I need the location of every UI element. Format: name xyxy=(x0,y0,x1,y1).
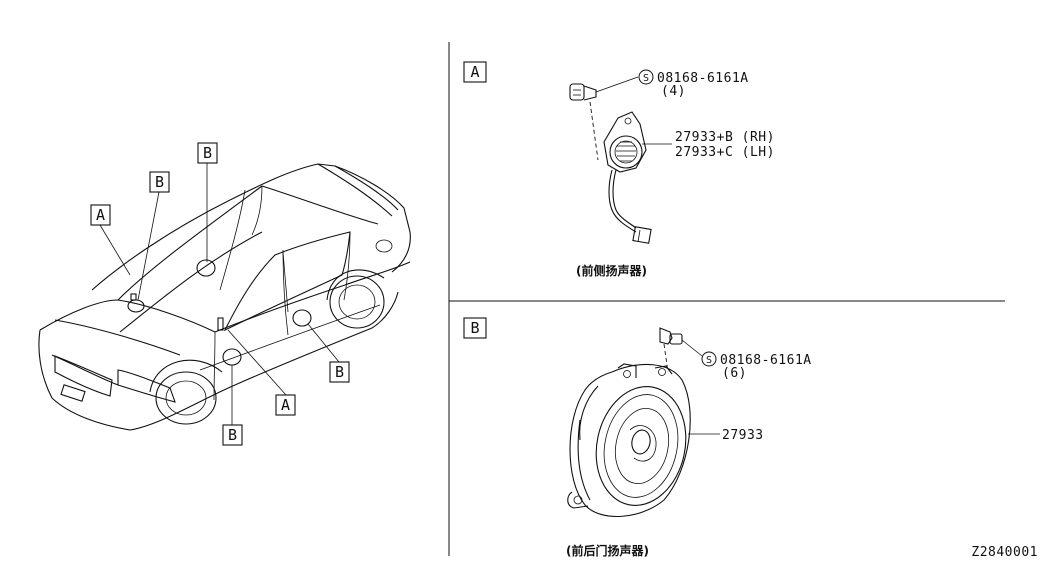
section-b-bolt xyxy=(659,327,703,373)
screw-symbol-a: S xyxy=(638,69,654,85)
section-b-letter: B xyxy=(470,319,479,337)
callout-letter: B xyxy=(228,426,237,444)
callout-b-left[interactable]: B xyxy=(149,171,170,193)
callout-letter: A xyxy=(96,206,105,224)
svg-text:S: S xyxy=(643,73,649,84)
callout-letter: B xyxy=(203,144,212,162)
car-speaker-rear-left xyxy=(196,259,216,277)
section-a-speaker-rh: 27933+B (RH) xyxy=(675,130,775,145)
screw-symbol-b: S xyxy=(701,351,717,367)
svg-text:S: S xyxy=(706,355,712,366)
section-a-letter: A xyxy=(470,63,479,81)
callout-letter: A xyxy=(281,396,290,414)
section-b-caption: (前后门扬声器) xyxy=(566,543,649,558)
callout-b-bottom[interactable]: B xyxy=(222,424,243,446)
car-illustration xyxy=(38,163,411,431)
section-a-box[interactable]: A xyxy=(463,61,487,83)
car-speaker-front-door xyxy=(222,348,242,366)
section-a-bolt xyxy=(569,76,639,161)
section-b-box[interactable]: B xyxy=(463,317,487,339)
section-b-speaker-part: 27933 xyxy=(722,428,764,443)
callout-letter: B xyxy=(155,173,164,191)
section-b-bolt-part: 08168-6161A xyxy=(720,353,812,368)
section-a-tweeter xyxy=(603,111,672,244)
callout-leaders xyxy=(99,163,340,425)
section-a-speaker-lh: 27933+C (LH) xyxy=(675,145,775,160)
section-b-bolt-qty: (6) xyxy=(722,366,747,381)
callout-letter: B xyxy=(335,363,344,381)
callout-b-top[interactable]: B xyxy=(197,142,218,164)
section-b-speaker xyxy=(567,363,720,517)
callout-a-top[interactable]: A xyxy=(90,204,111,226)
car-speaker-rear-door xyxy=(292,309,312,327)
car-tweeter-right xyxy=(217,317,224,331)
section-a-bolt-qty: (4) xyxy=(661,84,686,99)
section-a-bolt-part: 08168-6161A xyxy=(657,71,749,86)
section-a-caption: (前侧扬声器) xyxy=(576,263,647,278)
callout-b-right[interactable]: B xyxy=(329,361,350,383)
figure-code: Z2840001 xyxy=(971,545,1038,560)
callout-a-bottom[interactable]: A xyxy=(275,394,296,416)
car-tweeter-left xyxy=(127,299,145,313)
